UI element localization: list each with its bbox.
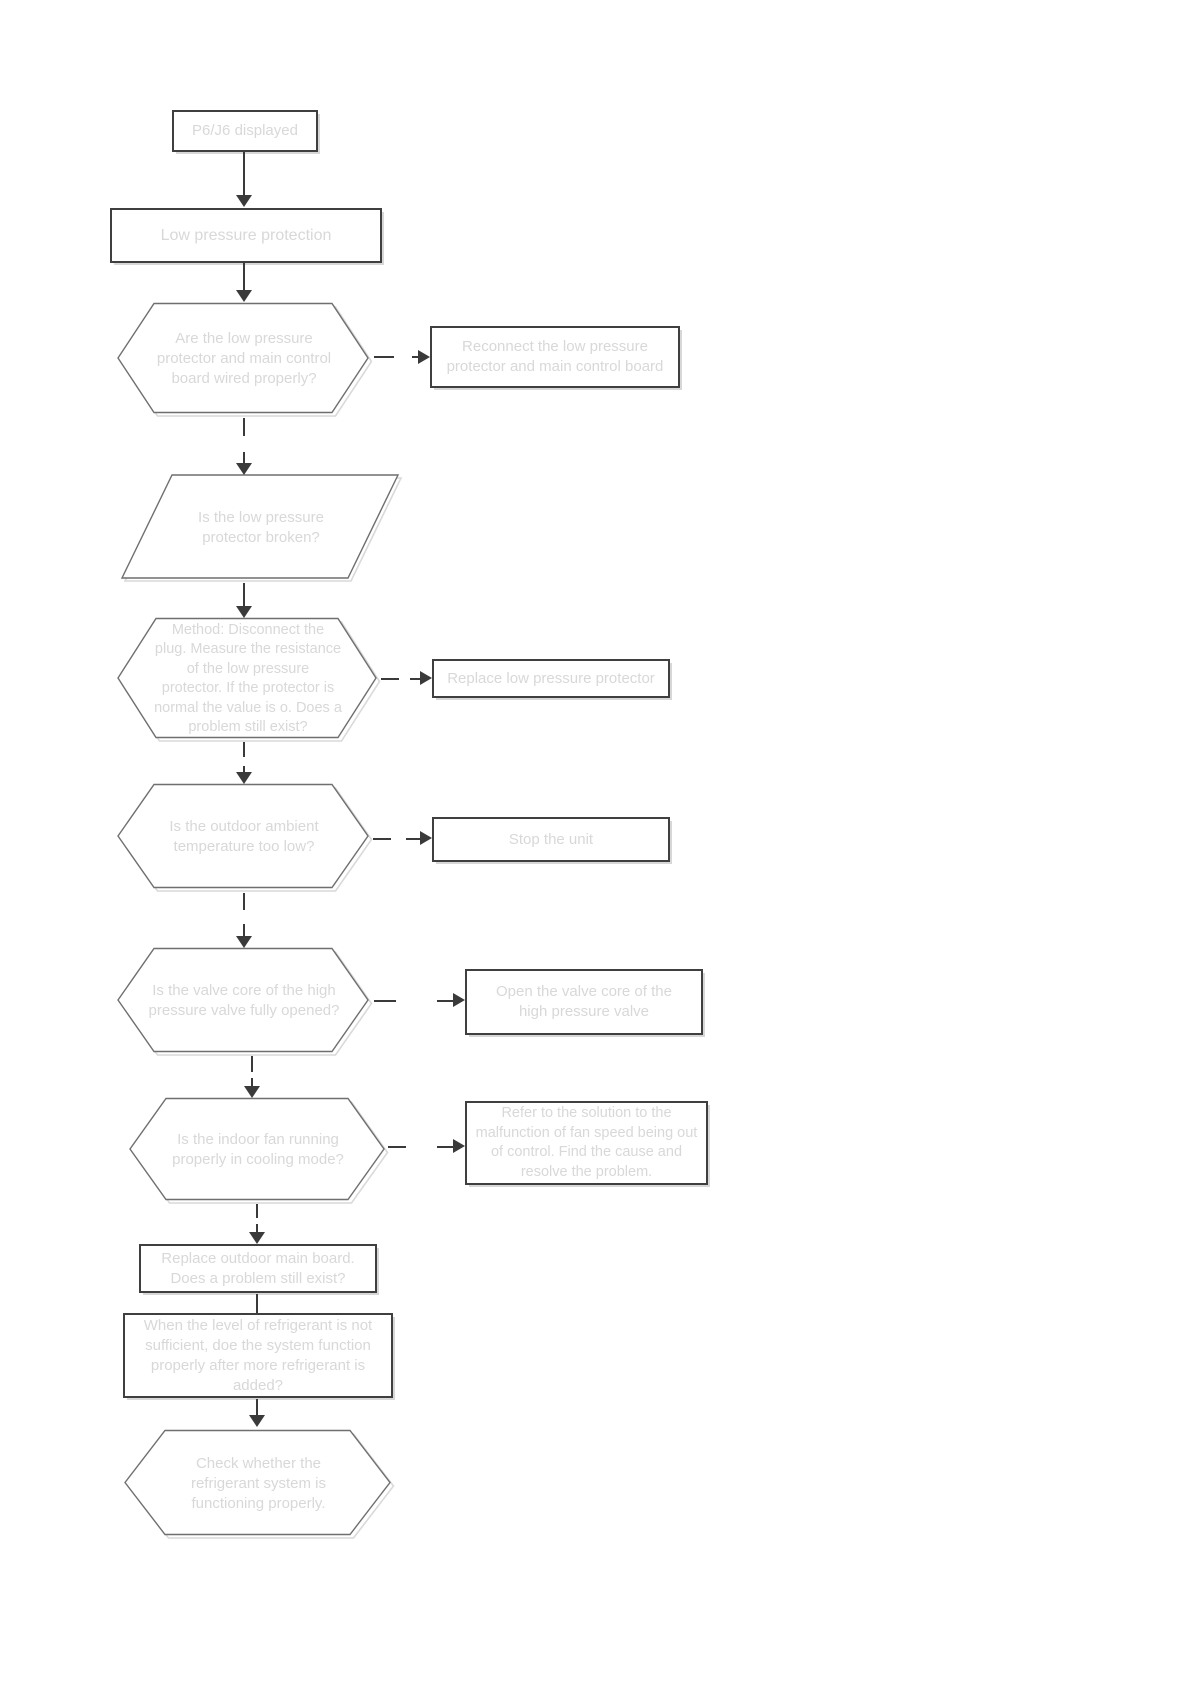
node-low-pressure-protection-text: Low pressure protection [160, 226, 332, 244]
connector-broken-method-line [243, 583, 245, 606]
connector-ambient-stop-line2 [406, 838, 420, 840]
connector-method-replace-line2 [410, 678, 420, 680]
node-action-stop-unit-text: Stop the unit [508, 830, 594, 848]
connector-wiring-broken-arrowhead [236, 463, 252, 475]
connector-refrigerant-check-line [256, 1399, 258, 1415]
connector-fan-solution-arrowhead [453, 1139, 465, 1153]
connector-wiring-broken-line2 [243, 452, 245, 463]
connector-valve-fan-line2 [251, 1078, 253, 1086]
connector-valve-open-arrowhead [453, 993, 465, 1007]
node-start-text: P6/J6 displayed [192, 122, 298, 139]
connector-fan-board-line1 [256, 1204, 258, 1218]
connector-wiring-reconnect-arrowhead [418, 350, 430, 364]
connector-start-protection-line [243, 152, 245, 195]
connector-method-ambient-line1 [243, 742, 245, 757]
connector-refrigerant-check-arrowhead [249, 1415, 265, 1427]
node-replace-outdoor-board-text: Replace outdoor main board.Does a proble… [161, 1249, 355, 1287]
node-low-pressure-protection: Low pressure protection [110, 208, 382, 263]
connector-protection-wiring-arrowhead [236, 290, 252, 302]
node-replace-outdoor-board: Replace outdoor main board.Does a proble… [139, 1244, 377, 1293]
connector-board-refrigerant-line [256, 1294, 258, 1313]
node-action-stop-unit: Stop the unit [432, 817, 670, 862]
connector-wiring-broken-line1 [243, 418, 245, 436]
connector-valve-fan-line1 [251, 1056, 253, 1072]
connector-method-replace-line1 [381, 678, 399, 680]
connector-broken-method-arrowhead [236, 606, 252, 618]
connector-fan-board-line2 [256, 1224, 258, 1232]
connector-start-protection-arrowhead [236, 195, 252, 207]
connector-method-ambient-line2 [243, 766, 245, 772]
connector-ambient-stop-line1 [373, 838, 391, 840]
node-start: P6/J6 displayed [172, 110, 318, 152]
connector-ambient-valve-arrowhead [236, 936, 252, 948]
connector-wiring-reconnect-line2 [412, 356, 418, 358]
node-action-replace-protector: Replace low pressure protector [432, 659, 670, 698]
connector-ambient-valve-line2 [243, 924, 245, 936]
connector-method-ambient-arrowhead [236, 772, 252, 784]
connector-fan-solution-line1 [388, 1146, 406, 1148]
connector-method-replace-arrowhead [420, 671, 432, 685]
node-action-replace-protector-text: Replace low pressure protector [447, 669, 655, 687]
connector-valve-fan-arrowhead [244, 1086, 260, 1098]
connector-ambient-stop-arrowhead [420, 831, 432, 845]
connector-fan-board-arrowhead [249, 1232, 265, 1244]
connector-protection-wiring-line [243, 263, 245, 290]
connector-wiring-reconnect-line1 [374, 356, 394, 358]
connector-valve-open-line2 [437, 1000, 453, 1002]
connector-fan-solution-line2 [437, 1146, 453, 1148]
connector-valve-open-line1 [374, 1000, 396, 1002]
connector-ambient-valve-line1 [243, 893, 245, 910]
